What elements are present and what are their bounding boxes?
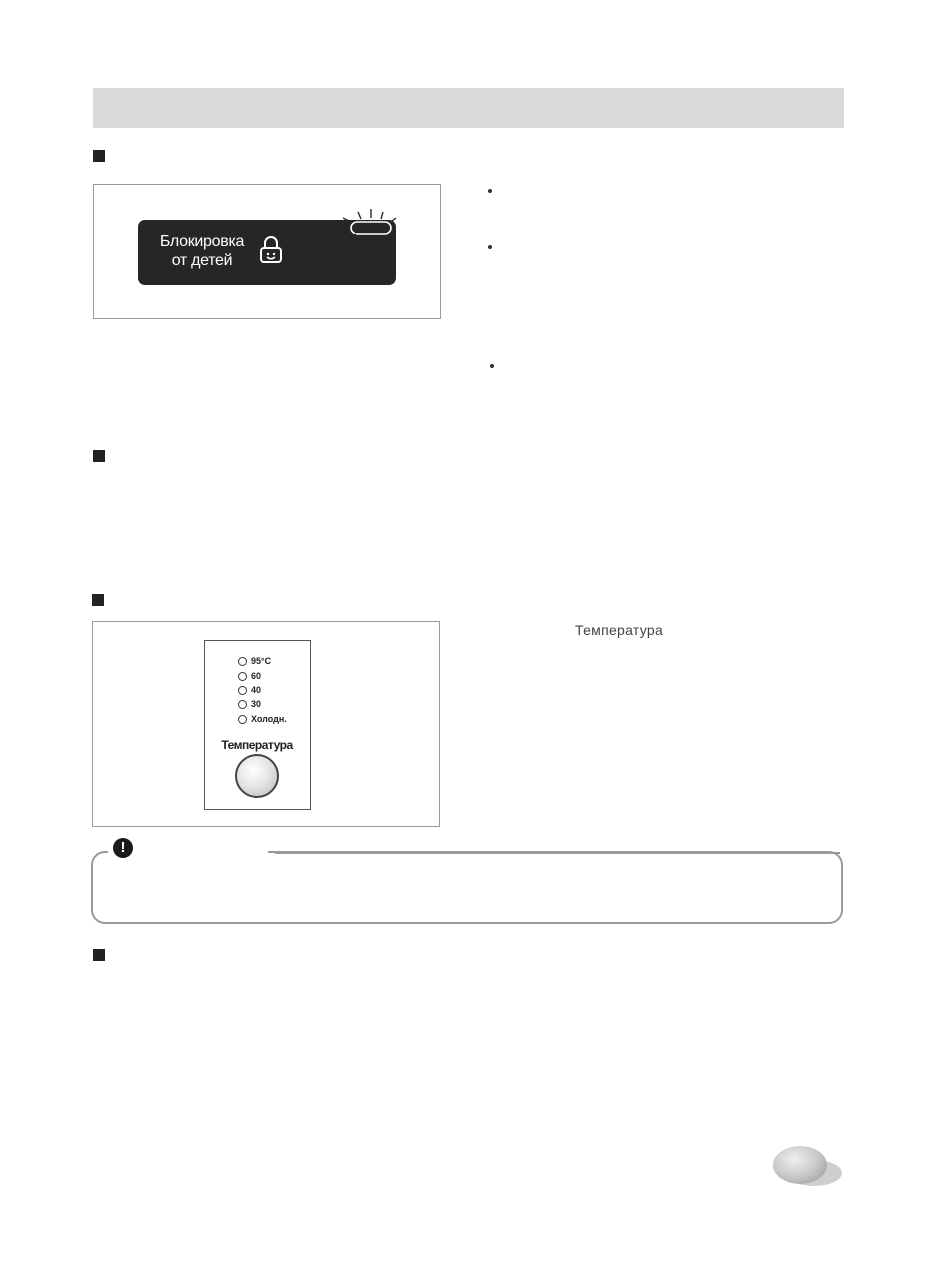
section-marker-temperature [92,594,104,606]
temperature-option-40: 40 [238,683,261,697]
section-header-band [93,88,844,128]
page-badge [773,1146,827,1184]
note-box [91,851,843,924]
temperature-option-cold: Холодн. [238,712,287,726]
temperature-led-icon [238,714,247,724]
temperature-button-label: Температура [221,738,293,752]
temperature-led-icon [238,699,247,709]
lock-icon [260,236,282,263]
temperature-control-panel: 95°C 60 40 30 Холодн. Температура [204,640,311,810]
temperature-option-60: 60 [238,669,261,683]
bullet-point [488,189,492,193]
note-header: ! [108,836,268,858]
blinking-indicator-icon [340,209,397,243]
bullet-point [490,364,494,368]
temperature-option-30: 30 [238,697,261,711]
section-marker-2 [93,450,105,462]
temperature-button[interactable] [235,754,279,798]
temperature-led-icon [238,671,247,681]
temperature-button-name: Температура [575,622,664,638]
temperature-led-icon [238,685,247,695]
bullet-point [488,245,492,249]
temperature-option-95: 95°C [238,654,271,668]
note-divider [275,852,840,854]
temperature-led-icon [238,656,247,666]
section-marker-child-lock [93,150,105,162]
child-lock-label: Блокировка от детей [159,233,245,269]
exclamation-icon: ! [113,838,133,858]
section-marker-4 [93,949,105,961]
